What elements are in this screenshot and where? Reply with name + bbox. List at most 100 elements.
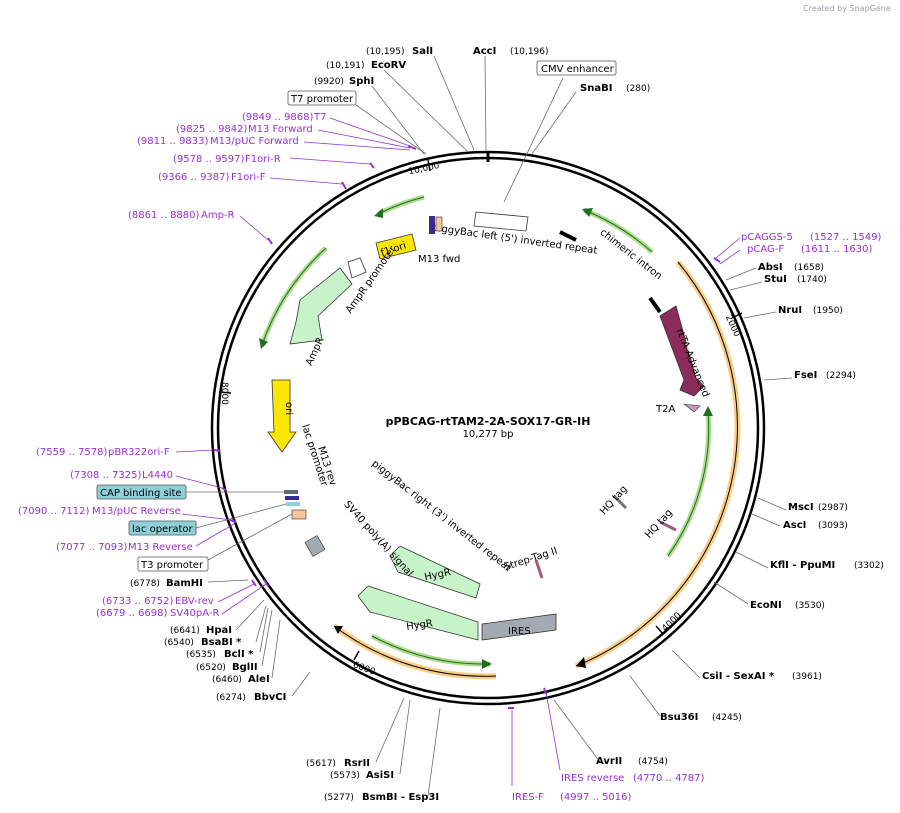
site-pos-stui: (1740) xyxy=(797,275,827,285)
primer-f1ori-f[interactable]: F1ori-F xyxy=(231,172,266,183)
primer-pos-t7: (9849 .. 9868) xyxy=(242,112,314,123)
site-pos-sphi: (9920) xyxy=(314,77,344,87)
lac-promoter-marker xyxy=(284,490,298,494)
plasmid-length: 10,277 bp xyxy=(463,429,514,440)
rtetr-arrow xyxy=(659,305,705,397)
orf-arc-orange-bottom-line xyxy=(333,625,497,677)
site-pos-fsei: (2294) xyxy=(826,371,856,381)
site-econi[interactable]: EcoNI xyxy=(750,600,782,611)
boxed-labels: CMV enhancer T7 promoter CAP binding sit… xyxy=(96,60,617,572)
site-pos-avrii: (4754) xyxy=(638,757,668,767)
site-bglii[interactable]: BglII xyxy=(232,662,258,673)
site-pos-asci: (3093) xyxy=(818,521,848,531)
site-alei[interactable]: AleI xyxy=(248,674,270,685)
site-asisi[interactable]: AsiSI xyxy=(366,770,394,781)
site-msci[interactable]: MscI xyxy=(788,502,814,513)
primer-pcaggs-5[interactable]: pCAGGS-5 xyxy=(741,232,793,243)
hygr-upper-label: HygR xyxy=(423,567,451,583)
strep-tag-label: Strep-Tag II xyxy=(503,546,559,574)
primer-m13-reverse[interactable]: M13 Reverse xyxy=(128,542,193,553)
orf-arc-orange-right-line xyxy=(575,261,738,667)
cap-binding-site-label[interactable]: CAP binding site xyxy=(100,488,182,499)
site-bbvci[interactable]: BbvCI xyxy=(254,692,286,703)
tick-4000 xyxy=(655,625,664,635)
site-bsu36i[interactable]: Bsu36I xyxy=(660,712,698,723)
site-snabi[interactable]: SnaBI xyxy=(580,83,612,94)
m13-fwd-label: M13 fwd xyxy=(418,254,460,265)
t7-promoter-label[interactable]: T7 promoter xyxy=(290,94,354,105)
box-leader-lines xyxy=(186,104,427,561)
primer-m13-forward[interactable]: M13 Forward xyxy=(248,124,313,135)
hq-tag-2-label: HQ tag xyxy=(643,507,675,540)
site-hpai[interactable]: HpaI xyxy=(206,625,232,636)
site-pos-bsu36i: (4245) xyxy=(712,713,742,723)
site-pos-asisi: (5573) xyxy=(330,771,360,781)
primer-pcag-f[interactable]: pCAG-F xyxy=(747,244,784,255)
site-pos-econi: (3530) xyxy=(795,601,825,611)
hygr-upper-arrow xyxy=(389,545,481,599)
primer-pos-m13-forward: (9825 .. 9842) xyxy=(176,124,248,135)
site-asci[interactable]: AscI xyxy=(783,520,806,531)
primer-tick-l4440 xyxy=(221,487,227,491)
t7-promoter-box xyxy=(287,90,357,106)
site-pos-csii-sexai: (3961) xyxy=(792,672,822,682)
hq-tag-1-marker xyxy=(612,494,628,510)
primer-ebv-rev[interactable]: EBV-rev xyxy=(175,596,214,607)
sv40-polya-label: SV40 poly(A) signal xyxy=(341,499,415,579)
site-pos-rsrii: (5617) xyxy=(306,759,336,769)
site-pos-alei: (6460) xyxy=(212,675,242,685)
site-bsmbi-esp3i[interactable]: BsmBI - Esp3I xyxy=(362,792,439,803)
site-bcli[interactable]: BclI * xyxy=(224,649,254,660)
site-stui[interactable]: StuI xyxy=(764,274,787,285)
t3-promoter-label[interactable]: T3 promoter xyxy=(140,560,204,571)
primer-tick-amp-r xyxy=(267,237,273,245)
site-absi[interactable]: AbsI xyxy=(758,262,783,273)
tick-label-2000: 2000 xyxy=(723,314,742,339)
primer-tick-f1ori-f xyxy=(341,181,347,190)
site-nrui[interactable]: NruI xyxy=(778,305,802,316)
primer-t7[interactable]: T7 xyxy=(313,112,326,123)
primer-amp-r[interactable]: Amp-R xyxy=(201,210,235,221)
orf-arc-orange-right-arrow xyxy=(576,657,586,668)
primer-pbr322ori-f[interactable]: pBR322ori-F xyxy=(108,447,170,458)
site-csii-sexai[interactable]: CsiI - SexAI * xyxy=(702,671,775,682)
primer-ires-f[interactable]: IRES-F xyxy=(512,792,544,803)
primer-m13-puc-reverse[interactable]: M13/pUC Reverse xyxy=(92,506,181,517)
site-bamhi[interactable]: BamHI xyxy=(166,578,203,589)
hq-tag-2-marker xyxy=(659,520,677,532)
primer-pos-l4440: (7308 .. 7325) xyxy=(70,470,142,481)
site-pos-msci: (2987) xyxy=(818,503,848,513)
site-sali[interactable]: SalI xyxy=(412,46,433,57)
plasmid-title: pPBCAG-rtTAM2-2A-SOX17-GR-IH xyxy=(386,415,591,428)
cmv-enhancer-label[interactable]: CMV enhancer xyxy=(541,64,615,75)
site-acci[interactable]: AccI xyxy=(473,46,496,57)
primer-f1ori-r[interactable]: F1ori-R xyxy=(245,154,281,165)
lac-operator-label[interactable]: lac operator xyxy=(132,524,193,535)
lac-operator-marker xyxy=(286,502,300,506)
primer-sv40pa-r[interactable]: SV40pA-R xyxy=(170,608,219,619)
site-avrii[interactable]: AvrII xyxy=(596,756,622,767)
primer-ires-reverse[interactable]: IRES reverse xyxy=(561,773,624,784)
site-pos-bsabi: (6540) xyxy=(164,638,194,648)
site-bsabi[interactable]: BsaBI * xyxy=(201,637,242,648)
primer-tick-ebv xyxy=(251,579,257,587)
site-ecorv[interactable]: EcoRV xyxy=(371,60,406,71)
t2a-marker xyxy=(682,403,701,413)
primer-l4440[interactable]: L4440 xyxy=(142,470,173,481)
ires-block xyxy=(481,613,557,641)
site-sphi[interactable]: SphI xyxy=(349,76,374,87)
primer-pos-sv40pa-r: (6679 .. 6698) xyxy=(96,608,168,619)
sv40-polya-block xyxy=(304,535,326,557)
site-pos-nrui: (1950) xyxy=(813,306,843,316)
site-kfli-ppumi[interactable]: KflI - PpuMI xyxy=(770,560,835,571)
tick-8000 xyxy=(218,391,232,394)
site-pos-sali: (10,195) xyxy=(366,47,405,57)
site-pos-absi: (1658) xyxy=(794,263,824,273)
site-rsrii[interactable]: RsrII xyxy=(344,758,370,769)
site-fsei[interactable]: FseI xyxy=(794,370,817,381)
primer-m13-puc-forward[interactable]: M13/pUC Forward xyxy=(210,136,299,147)
primer-tick-m13-rev xyxy=(229,519,237,523)
orf-arc-orange-right xyxy=(574,260,741,669)
m13-rev-marker xyxy=(285,496,299,500)
primer-pos-m13-puc-reverse: (7090 .. 7112) xyxy=(18,506,90,517)
